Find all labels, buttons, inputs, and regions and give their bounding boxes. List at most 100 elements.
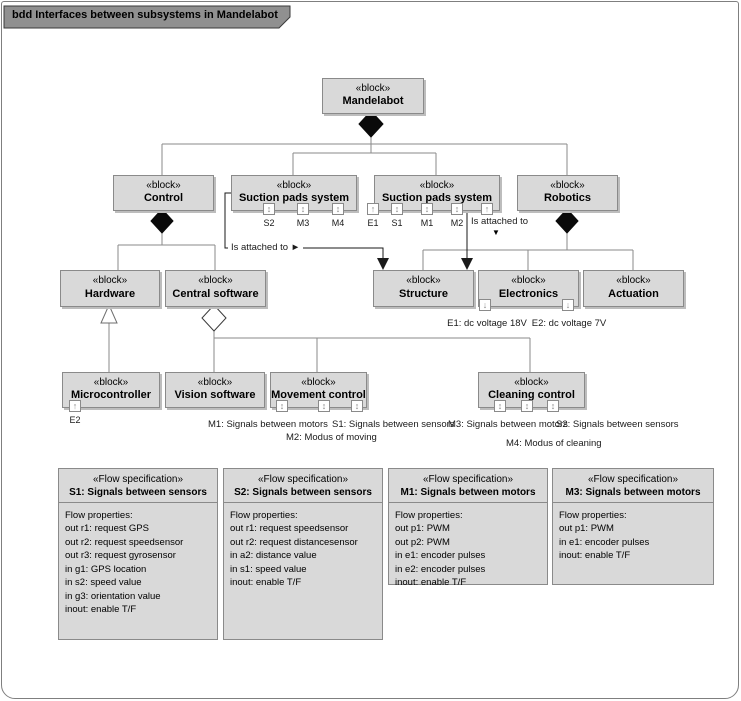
note-e1-voltage: E1: dc voltage 18V (447, 318, 527, 329)
port-label-e1: E1 (367, 218, 379, 228)
block-stereotype: «block» (146, 179, 181, 191)
note-s2: S2: Signals between sensors (556, 419, 679, 430)
label-text: Is attached to (231, 242, 289, 253)
composition-diamond-control (150, 208, 174, 234)
port-label-m4: M4 (331, 218, 345, 228)
note-e2-voltage: E2: dc voltage 7V (531, 318, 607, 329)
port-m3: ↕ (297, 203, 309, 215)
block-stereotype: «block» (511, 275, 546, 287)
block-stereotype: «block» (550, 179, 585, 191)
block-hardware: «block» Hardware (60, 270, 160, 307)
block-name: Mandelabot (342, 95, 404, 108)
port-e1-2: ↑ (481, 203, 493, 215)
flow-spec-s1: «Flow specification» S1: Signals between… (58, 468, 218, 640)
inout-arrow-icon: ↕ (454, 203, 460, 214)
port-label-e2: E2 (69, 415, 81, 425)
label-is-attached-to-down: Is attached to (471, 216, 529, 227)
block-microcontroller: «block» Microcontroller (62, 372, 160, 408)
flow-spec-properties: Flow properties: out p1: PWM out p2: PWM… (395, 510, 486, 589)
block-structure: «block» Structure (373, 270, 474, 307)
flow-spec-m3: «Flow specification» M3: Signals between… (552, 468, 714, 585)
port-movement-2: ↕ (318, 400, 330, 412)
block-name: Microcontroller (70, 389, 152, 402)
flow-spec-header: «Flow specification» S2: Signals between… (224, 469, 382, 503)
in-arrow-icon: ↑ (484, 203, 490, 214)
inout-arrow-icon: ↕ (550, 400, 556, 411)
port-label-m3: M3 (296, 218, 310, 228)
block-name: Electronics (498, 287, 559, 300)
port-movement-3: ↕ (351, 400, 363, 412)
diagram-title: bdd Interfaces between subsystems in Man… (12, 9, 278, 21)
port-movement-1: ↕ (276, 400, 288, 412)
attach-arrowhead-structure-right (461, 258, 473, 270)
port-label-s2: S2 (263, 218, 275, 228)
block-stereotype: «block» (198, 275, 233, 287)
block-name: Central software (172, 287, 259, 300)
block-control: «block» Control (113, 175, 214, 211)
port-e1-electronics: ↓ (479, 299, 491, 311)
inout-arrow-icon: ↕ (497, 400, 503, 411)
port-s2: ↕ (263, 203, 275, 215)
flow-spec-stereotype: «Flow specification» (422, 474, 514, 485)
block-robotics: «block» Robotics (517, 175, 618, 211)
note-m2: M2: Modus of moving (286, 432, 377, 443)
flow-spec-title: M3: Signals between motors (565, 487, 701, 498)
port-label-m2: M2 (450, 218, 464, 228)
port-cleaning-1: ↕ (494, 400, 506, 412)
flow-spec-title: S2: Signals between sensors (234, 487, 372, 498)
port-m1: ↕ (421, 203, 433, 215)
flow-spec-s2: «Flow specification» S2: Signals between… (223, 468, 383, 640)
down-arrow-icon: ▼ (492, 228, 500, 237)
flow-spec-stereotype: «Flow specification» (92, 474, 184, 485)
flow-spec-m1: «Flow specification» M1: Signals between… (388, 468, 548, 588)
inout-arrow-icon: ↕ (279, 400, 285, 411)
out-arrow-icon: ↓ (482, 299, 488, 310)
flow-spec-properties: Flow properties: out p1: PWM in e1: enco… (559, 510, 650, 562)
flow-spec-header: «Flow specification» M3: Signals between… (553, 469, 713, 503)
block-name: Movement control (271, 389, 366, 402)
inout-arrow-icon: ↕ (335, 203, 341, 214)
block-stereotype: «block» (355, 82, 391, 94)
composition-diamond-robotics (555, 208, 579, 234)
block-stereotype: «block» (616, 275, 651, 287)
label-is-attached-to-right: Is attached to ► (228, 242, 304, 253)
inout-arrow-icon: ↕ (524, 400, 530, 411)
attached-connector-right (224, 192, 384, 259)
block-stereotype: «block» (92, 275, 128, 287)
flow-spec-properties: Flow properties: out r1: request speedse… (230, 510, 358, 589)
block-name: Suction pads system (238, 192, 350, 205)
block-mandelabot: «block» Mandelabot (322, 78, 424, 114)
port-label-s1: S1 (391, 218, 403, 228)
inout-arrow-icon: ↕ (321, 400, 327, 411)
block-name: Suction pads system (381, 192, 493, 205)
block-stereotype: «block» (406, 275, 441, 287)
port-e2-electronics: ↓ (562, 299, 574, 311)
flow-spec-stereotype: «Flow specification» (587, 474, 679, 485)
block-central-software: «block» Central software (165, 270, 266, 307)
port-cleaning-3: ↕ (547, 400, 559, 412)
block-name: Hardware (84, 287, 136, 300)
flow-spec-header: «Flow specification» M1: Signals between… (389, 469, 547, 503)
block-stereotype: «block» (419, 179, 455, 191)
generalization-triangle-hardware (100, 303, 118, 324)
note-m4: M4: Modus of cleaning (506, 438, 602, 449)
inout-arrow-icon: ↕ (266, 203, 272, 214)
in-arrow-icon: ↑ (370, 203, 376, 214)
right-arrow-icon: ► (290, 242, 301, 253)
flow-spec-stereotype: «Flow specification» (257, 474, 349, 485)
port-e2-microcontroller: ↑ (69, 400, 81, 412)
block-name: Actuation (608, 287, 659, 300)
inout-arrow-icon: ↕ (424, 203, 430, 214)
in-arrow-icon: ↑ (72, 400, 78, 411)
block-name: Structure (399, 287, 448, 300)
frame-title-tab (3, 5, 291, 29)
port-m4: ↕ (332, 203, 344, 215)
note-m3: M3: Signals between motors (448, 419, 568, 430)
inout-arrow-icon: ↕ (354, 400, 360, 411)
block-suction-pads-system-2: «block» Suction pads system (374, 175, 500, 211)
attach-arrowhead-structure-left (377, 258, 389, 270)
block-stereotype: «block» (514, 376, 549, 388)
note-m1: M1: Signals between motors (208, 419, 328, 430)
